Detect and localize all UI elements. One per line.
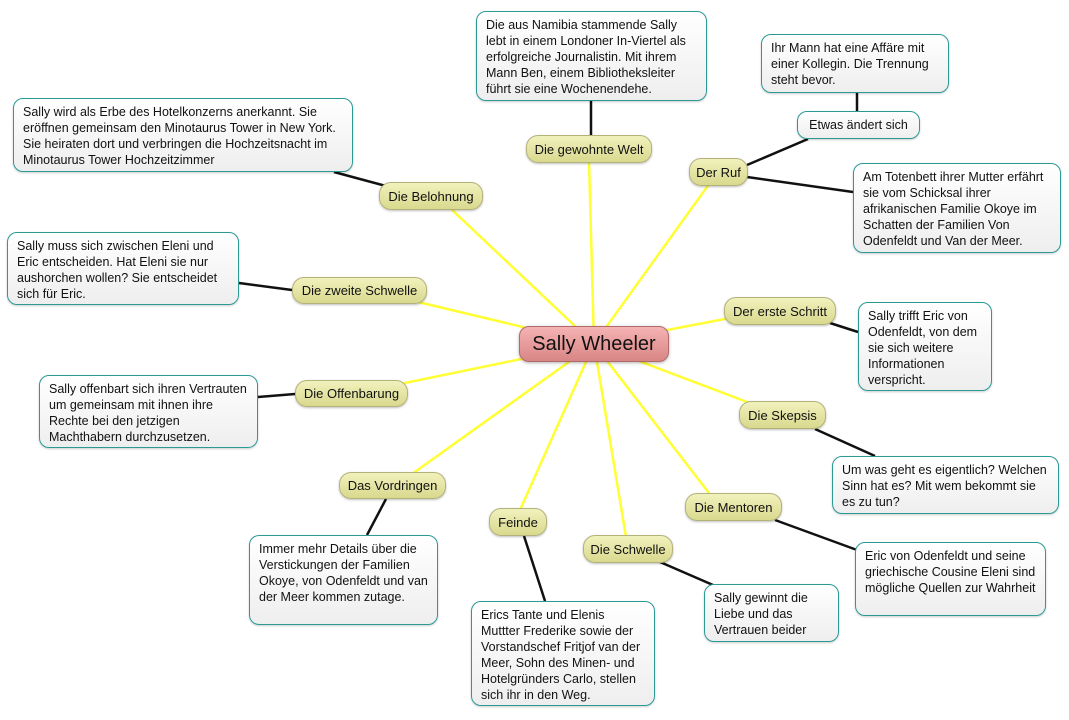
topic-ruf[interactable]: Der Ruf [689,158,748,186]
note-zweite-schwelle[interactable]: Sally muss sich zwischen Eleni und Eric … [7,232,239,305]
topic-belohnung[interactable]: Die Belohnung [379,182,483,210]
note-ruf-affaere[interactable]: Ihr Mann hat eine Affäre mit einer Kolle… [761,34,949,93]
subtopic-etwas-aendert-sich[interactable]: Etwas ändert sich [797,111,920,139]
link-schwelle [592,343,628,538]
note-offenbarung[interactable]: Sally offenbart sich ihren Vertrauten um… [39,375,258,448]
topic-feinde[interactable]: Feinde [489,508,547,536]
link-belohnung [449,207,595,345]
topic-skepsis[interactable]: Die Skepsis [739,401,826,429]
central-topic-label: Sally Wheeler [532,332,656,355]
link-ruf [592,179,714,345]
note-feinde[interactable]: Erics Tante und Elenis Muttter Frederike… [471,601,655,706]
link-vordringen [411,342,595,476]
link-gewohnte-welt [587,159,596,345]
topic-vordringen[interactable]: Das Vordringen [339,472,446,499]
note-gewohnte-welt[interactable]: Die aus Namibia stammende Sally lebt in … [476,11,707,101]
topic-erste-schritt[interactable]: Der erste Schritt [724,297,836,325]
note-ruf-totenbett[interactable]: Am Totenbett ihrer Mutter erfährt sie vo… [853,163,1061,253]
note-mentoren[interactable]: Eric von Odenfeldt und seine griechische… [855,542,1046,616]
topic-mentoren[interactable]: Die Mentoren [685,493,782,521]
note-vordringen[interactable]: Immer mehr Details über die Verstickunge… [249,535,438,625]
note-erste-schritt[interactable]: Sally trifft Eric von Odenfeldt, von dem… [858,302,992,391]
topic-schwelle[interactable]: Die Schwelle [583,535,673,563]
central-topic[interactable]: Sally Wheeler [519,326,669,362]
note-belohnung[interactable]: Sally wird als Erbe des Hotelkonzerns an… [13,98,353,172]
link-mentoren [593,343,713,498]
link-feinde [518,343,596,511]
topic-zweite-schwelle[interactable]: Die zweite Schwelle [292,277,427,304]
topic-offenbarung[interactable]: Die Offenbarung [295,380,408,407]
note-schwelle[interactable]: Sally gewinnt die Liebe und das Vertraue… [704,584,839,642]
topic-gewohnte-welt[interactable]: Die gewohnte Welt [526,135,652,163]
note-skepsis[interactable]: Um was geht es eigentlich? Welchen Sinn … [832,456,1059,514]
